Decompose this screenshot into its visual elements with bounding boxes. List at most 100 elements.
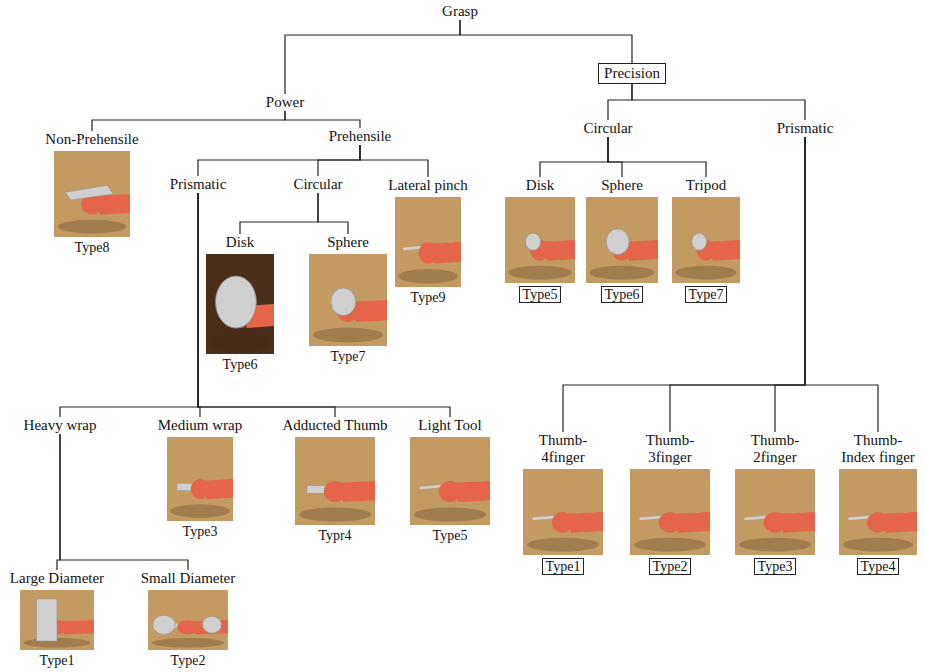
photo-part [216,276,257,328]
grasp-photo [630,469,710,555]
photo-part [58,220,126,234]
category-label: Heavy wrap [24,417,97,434]
photo-part [206,254,274,354]
type-label: Type8 [75,240,110,255]
tree-connector [285,111,360,128]
grasp-photo [586,197,658,283]
category-node: Grasp [442,3,478,20]
grasp-photo [672,197,740,283]
tree-connector [318,193,348,234]
grasp-name: Large Diameter [10,570,104,587]
type-label: Type3 [754,558,797,575]
photo-part [867,512,889,533]
photo-part [324,481,346,502]
photo-part [509,266,572,280]
photo-part [523,469,603,555]
category-node: Precision [598,63,666,84]
grasp-leaf: Light ToolType5 [410,417,490,543]
category-node: Power [266,94,304,111]
type-label: Type7 [685,286,728,303]
photo-part [525,233,540,250]
tree-connector [608,137,622,177]
type-label: Type1 [40,653,75,668]
photo-part [36,599,57,641]
photo-part [634,538,706,552]
photo-part [309,254,387,346]
tree-connector [563,137,805,432]
grasp-leaf: TripodType7 [672,177,740,303]
grasp-photo [523,469,603,555]
photo-part [191,479,209,499]
photo-part [299,507,371,521]
tree-connector [670,137,805,432]
grasp-name: Medium wrap [158,417,243,434]
tree-connector [240,193,318,234]
photo-part [202,616,221,633]
photo-part [527,538,599,552]
type-label: Typr4 [318,528,351,543]
category-node: Circular [583,120,632,137]
photo-part [552,512,574,533]
grasp-leaf: Thumb- 2fingerType3 [735,432,815,575]
photo-part [839,469,917,555]
photo-part [735,469,815,555]
grasp-photo [309,254,387,346]
tree-connector [608,84,632,120]
grasp-leaf: SphereType6 [586,177,658,303]
category-label: Circular [583,120,632,137]
grasp-leaf: Thumb- Index fingerType4 [836,432,920,575]
type-label: Type6 [601,286,644,303]
tree-connector [318,145,360,176]
tree-connector [805,137,878,432]
category-node: Heavy wrap [24,417,97,434]
category-label: Prismatic [170,176,227,193]
type-label: Type6 [223,357,258,372]
photo-part [659,512,681,533]
grasp-photo [54,151,130,237]
photo-part [672,197,740,283]
photo-part [590,266,655,280]
category-node: Circular [293,176,342,193]
photo-part [395,197,461,287]
category-node: Prehensile [329,128,391,145]
grasp-photo [505,197,575,283]
type-label: Type7 [331,349,366,364]
grasp-photo [410,437,490,525]
photo-part [410,437,490,525]
grasp-leaf: Thumb- 4fingerType1 [523,432,603,575]
grasp-leaf: DiskType5 [505,177,575,303]
photo-part [675,266,736,280]
category-label: Grasp [442,3,478,20]
photo-part [167,437,233,521]
photo-part [170,504,229,517]
type-label: Type2 [171,653,206,668]
category-label: Prismatic [777,120,834,137]
type-label: Type1 [542,558,585,575]
grasp-name: Light Tool [418,417,481,434]
grasp-name: Non-Prehensile [45,131,138,148]
category-label: Power [266,94,304,111]
photo-part [313,328,383,343]
photo-part [65,185,113,200]
photo-part [209,334,270,350]
type-label: Type9 [411,290,446,305]
grasp-name: Adducted Thumb [282,417,387,434]
photo-part [20,590,94,650]
type-label: Type5 [519,286,562,303]
grasp-name: Disk [226,234,254,251]
grasp-name: Sphere [327,234,369,251]
type-label: Type2 [649,558,692,575]
grasp-photo [395,197,461,287]
tree-connector [460,20,632,63]
grasp-name: Thumb- 4finger [532,432,594,466]
grasp-name: Thumb- 2finger [744,432,806,466]
grasp-name: Thumb- 3finger [639,432,701,466]
grasp-photo [206,254,274,354]
photo-part [148,590,228,650]
photo-part [295,437,375,525]
grasp-leaf: Thumb- 3fingerType2 [630,432,710,575]
tree-connector [285,20,460,94]
grasp-name: Disk [526,177,554,194]
category-node: Prismatic [777,120,834,137]
